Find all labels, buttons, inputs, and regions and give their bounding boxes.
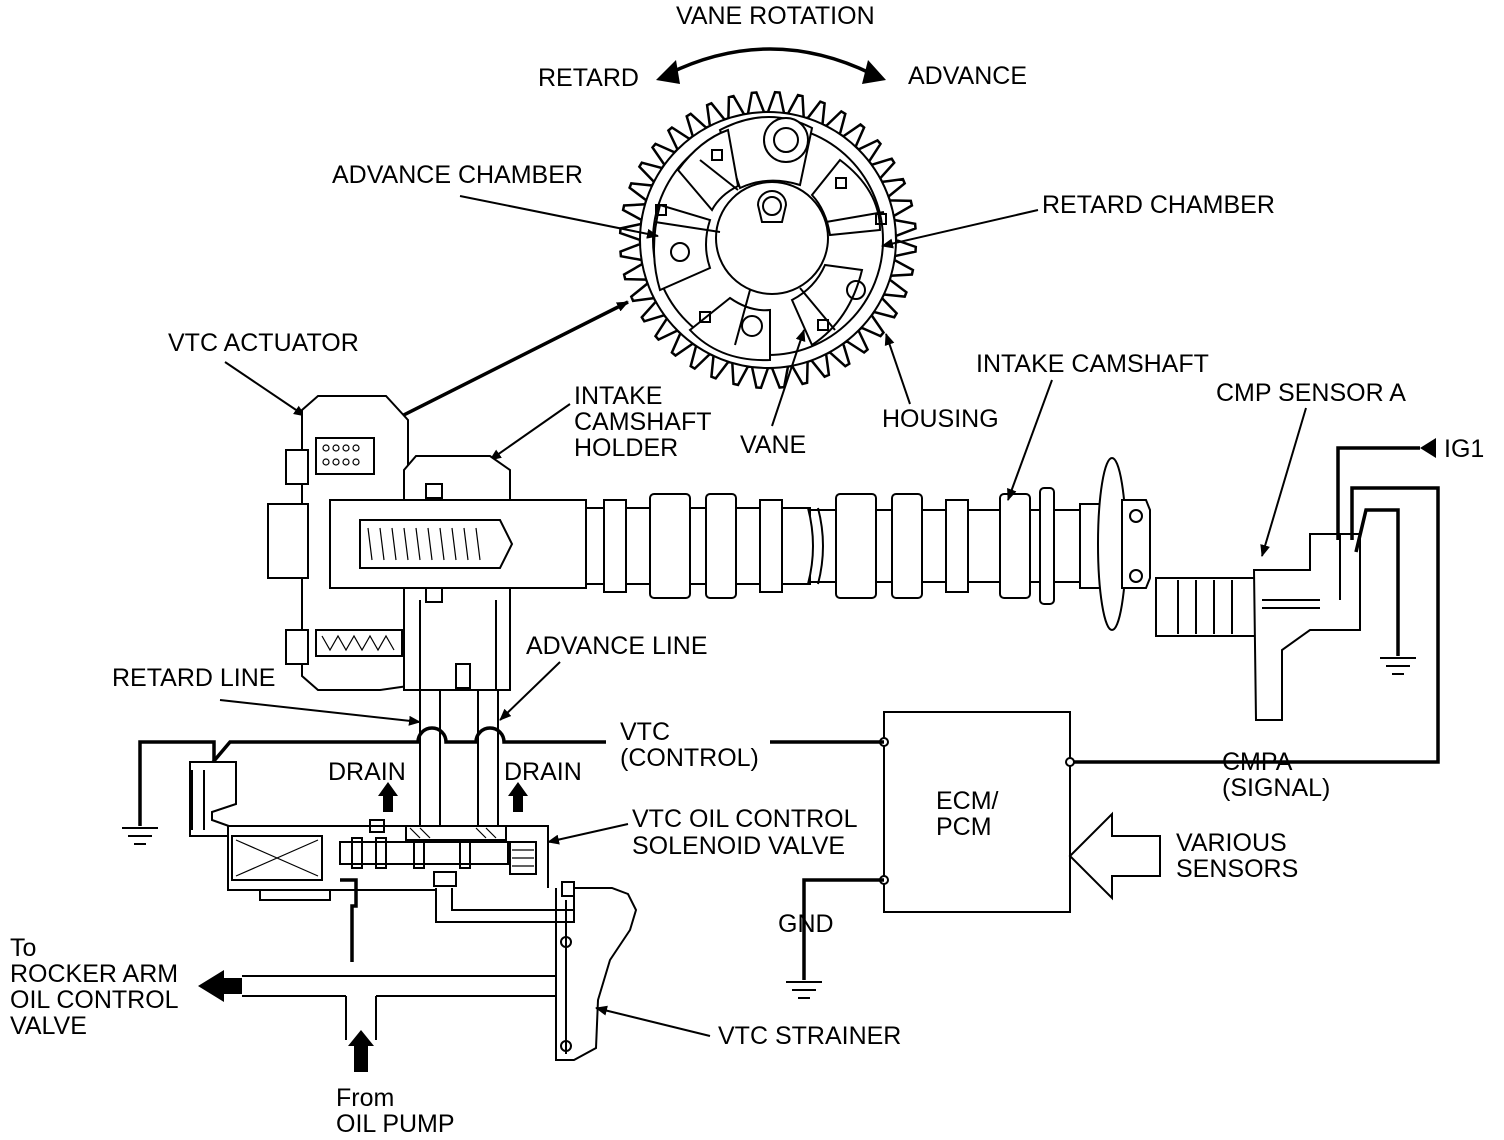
sensor-ground-wire [1354,508,1400,656]
ig1-label: IG1 [1444,435,1484,463]
solenoid-valve-label-2: SOLENOID VALVE [632,832,845,860]
ecm-ground-wire [802,878,884,980]
from-oil-pump-label-2: OIL PUMP [336,1110,455,1138]
housing-label: HOUSING [882,405,999,433]
retard-arrowhead [656,60,680,84]
cmp-sensor-a-label: CMP SENSOR A [1216,379,1406,407]
ig1-arrow [1420,438,1436,458]
to-rocker-arm-label-3: OIL CONTROL [10,986,179,1014]
retard-label: RETARD [538,64,639,92]
intake-camshaft-label: INTAKE CAMSHAFT [976,350,1209,378]
drain-right-label: DRAIN [504,758,582,786]
retard-chamber-leader [881,209,1039,249]
actuator-to-sprocket-arrow [369,300,629,434]
from-oil-pump-arrow [348,1030,374,1072]
advance-chamber-label: ADVANCE CHAMBER [332,161,583,189]
camshaft-holder-leader [489,403,571,461]
sensor-ground-symbol [1380,657,1416,675]
camshaft-holder-label-2: CAMSHAFT [574,408,712,436]
solenoid-valve-label-1: VTC OIL CONTROL [632,805,858,833]
vane-rotation-label: VANE ROTATION [676,2,875,30]
vane-blades [654,159,885,346]
intake-camshaft [329,457,1151,631]
gnd-label: GND [778,910,834,938]
solenoid-ground-symbol [122,827,158,845]
retard-chamber-label: RETARD CHAMBER [1042,191,1275,219]
various-sensors-label-2: SENSORS [1176,855,1298,883]
to-rocker-arm-label-1: To [10,934,36,962]
advance-arrowhead [862,60,886,84]
ig1-wire [1336,446,1420,540]
to-rocker-arm-label-4: VALVE [10,1012,87,1040]
cmp-sensor-a [1155,533,1361,721]
camshaft-holder-label-1: INTAKE [574,382,662,410]
solenoid-ground-wire [138,740,216,826]
drain-left-label: DRAIN [328,758,406,786]
oil-line-pipes [419,690,499,828]
vtc-strainer-label: VTC STRAINER [718,1022,901,1050]
retard-line-label: RETARD LINE [112,664,275,692]
drain-right-arrow [508,782,528,812]
cmpa-label-2: (SIGNAL) [1222,774,1330,802]
oil-passage [242,975,556,1040]
cmp-sensor-leader [1260,407,1307,557]
camshaft-holder-label-3: HOLDER [574,434,678,462]
ecm-pcm-box [883,711,1071,913]
retard-line-leader [219,699,421,726]
ecm-ground-symbol [786,981,822,999]
solenoid-valve-leader [547,823,629,845]
vane-label: VANE [740,431,806,459]
vtc-control-wire-left [206,726,606,770]
housing-lobes [653,116,882,362]
drain-left-arrow [378,782,398,812]
vtc-control-label-2: (CONTROL) [620,744,759,772]
to-rocker-arm-arrow [198,970,242,1002]
vtc-actuator-sprocket [618,90,918,390]
vtc-strainer-leader [595,1005,711,1037]
ecm-cmpa-terminal [1065,757,1075,767]
to-rocker-arm-label-2: ROCKER ARM [10,960,178,988]
various-sensors-arrow [1068,811,1161,901]
vane-rotation-arc [667,47,873,76]
ecm-pcm-label-1: ECM/ [936,787,999,815]
various-sensors-label-1: VARIOUS [1176,829,1287,857]
vtc-control-label-1: VTC [620,718,670,746]
cmpa-label-1: CMPA [1222,748,1293,776]
vtc-oil-control-solenoid-valve [189,761,549,962]
vane-leader [771,329,806,427]
ecm-pcm-label-2: PCM [936,813,992,841]
advance-line-label: ADVANCE LINE [526,632,708,660]
seal-marks [655,149,887,331]
vtc-actuator-label: VTC ACTUATOR [168,329,359,357]
advance-chamber-leader [459,195,659,239]
advance-label: ADVANCE [908,62,1027,90]
advance-line-leader [499,661,561,721]
from-oil-pump-label-1: From [336,1084,394,1112]
vtc-actuator-leader [224,361,306,417]
intake-camshaft-leader [1007,379,1053,501]
housing-leader [884,333,911,405]
vtc-strainer-housing [435,881,638,1061]
cmpa-signal-wire [1070,486,1440,764]
